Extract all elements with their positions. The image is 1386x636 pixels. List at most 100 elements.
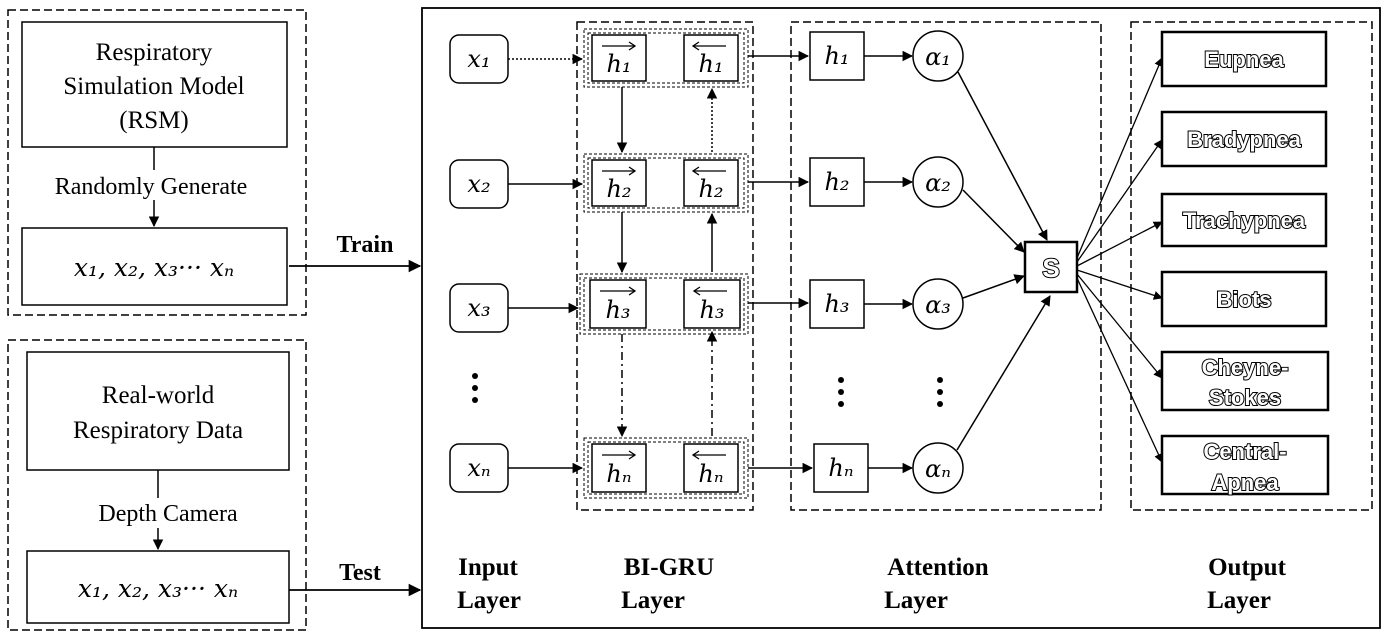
gru-backward-n-label: hₙ — [698, 460, 723, 488]
sum-to-output-arrows — [1076, 57, 1163, 463]
alpha-node-3 — [912, 278, 964, 330]
hidden-node-1 — [809, 31, 865, 81]
output-box-bradypnea — [1160, 110, 1328, 168]
real-sequence-box — [26, 550, 290, 624]
output-label-bradypnea: Bradypnea — [1187, 127, 1301, 152]
gru-backward-3 — [683, 279, 741, 329]
left-arrow-icon — [691, 450, 726, 460]
attention-layer-title-2: Layer — [884, 587, 948, 614]
realworld-box — [26, 351, 290, 471]
input-nodes: x₁ x₂ x₃ xₙ — [449, 34, 509, 493]
input-ellipsis — [472, 373, 478, 403]
output-box-eupnea — [1160, 30, 1328, 88]
randomly-generate-label: Randomly Generate — [55, 174, 248, 200]
gru-backward-1-label: h₁ — [698, 50, 723, 78]
output-classes: Eupnea Bradypnea Trachypnea Biots Cheyne… — [1160, 30, 1330, 496]
alpha-node-3-label: α₃ — [925, 291, 951, 319]
right-arrow-icon — [602, 166, 637, 176]
hidden-to-alpha-arrows — [864, 50, 914, 474]
input-to-gru-arrows — [508, 53, 584, 474]
rsm-line1: Respiratory — [96, 39, 213, 66]
gru-forward-3-label: h₃ — [605, 296, 630, 324]
output-box-central-apnea — [1160, 434, 1330, 496]
output-label-stokes: Stokes — [1209, 385, 1281, 410]
output-layer-panel — [1130, 21, 1373, 511]
rsm-line2: Simulation Model — [63, 73, 244, 100]
alpha-ellipsis — [937, 377, 943, 407]
gru-forward-2 — [591, 159, 647, 207]
input-node-2-label: x₂ — [467, 170, 490, 198]
left-arrow-icon — [691, 166, 726, 176]
gru-forward-2-label: h₂ — [606, 175, 631, 203]
alpha-node-n-label: αₙ — [925, 455, 951, 483]
gru-cells — [579, 28, 749, 499]
right-arrow-icon — [602, 450, 637, 460]
real-sequence-text: x₁, x₂, x₃··· xₙ — [78, 574, 238, 603]
model-frame — [421, 7, 1381, 629]
bigru-layer-title-1: BI-GRU — [624, 554, 714, 581]
right-arrow-icon — [602, 41, 637, 51]
output-label-cheyne: Cheyne- — [1202, 355, 1289, 380]
gru-forward-n-label: hₙ — [606, 460, 631, 488]
gru-recurrent-arrows — [616, 87, 718, 438]
output-label-trachypnea: Trachypnea — [1183, 208, 1306, 233]
left-arrow-icon — [692, 286, 727, 296]
hidden-node-2 — [809, 157, 865, 207]
simulation-panel — [7, 9, 307, 316]
input-layer-title-2: Layer — [457, 587, 521, 614]
depth-camera-label: Depth Camera — [98, 501, 238, 527]
gru-backward-2-label: h₂ — [698, 175, 723, 203]
attention-layer-title-1: Attention — [887, 554, 988, 581]
right-arrow-icon — [600, 286, 637, 296]
hidden-ellipsis — [838, 377, 844, 407]
gru-backward-3-label: h₃ — [699, 296, 724, 324]
output-label-central: Central- — [1203, 439, 1286, 464]
gru-forward-1-label: h₁ — [606, 50, 631, 78]
output-box-cheyne-stokes — [1160, 350, 1330, 412]
alpha-node-1 — [912, 30, 964, 82]
hidden-node-3-label: h₃ — [824, 290, 849, 318]
output-label-eupnea: Eupnea — [1204, 47, 1284, 72]
test-label: Test — [339, 560, 381, 586]
gru-backward-1 — [683, 34, 739, 82]
gru-forward-1 — [591, 34, 647, 82]
sum-node-label: S — [1042, 253, 1059, 283]
hidden-nodes: h₁ h₂ h₃ hₙ — [809, 31, 869, 493]
input-node-1-label: x₁ — [467, 45, 490, 73]
alpha-nodes: α₁ α₂ α₃ αₙ — [912, 30, 964, 494]
layer-titles: Input Layer BI-GRU Layer Attention Layer… — [457, 554, 1287, 614]
realworld-line2: Respiratory Data — [73, 417, 243, 444]
alpha-node-2 — [912, 156, 964, 208]
realworld-line1: Real-world — [102, 382, 215, 409]
bigru-layer-title-2: Layer — [621, 587, 685, 614]
alpha-node-2-label: α₂ — [925, 169, 951, 197]
train-label: Train — [337, 232, 394, 258]
output-label-apnea: Apnea — [1211, 470, 1279, 495]
output-box-trachypnea — [1160, 192, 1328, 248]
sim-sequence-text: x₁, x₂, x₃··· xₙ — [74, 253, 234, 282]
input-node-3-label: x₃ — [467, 294, 490, 322]
gru-labels: h₁ h₂ h₃ hₙ h₁ h₂ h₃ hₙ — [600, 41, 727, 488]
output-label-biots: Biots — [1217, 287, 1272, 312]
alpha-to-sum-arrows — [956, 71, 1051, 451]
hidden-node-n — [813, 443, 869, 493]
attention-layer-panel — [790, 21, 1102, 511]
input-node-n-label: xₙ — [467, 454, 490, 482]
gru-backward-n — [683, 443, 739, 493]
output-layer-title-1: Output — [1208, 554, 1286, 581]
rsm-line3: (RSM) — [119, 107, 188, 134]
gru-to-hidden-arrows — [748, 50, 814, 474]
sum-node — [1023, 240, 1079, 294]
output-layer-title-2: Layer — [1207, 587, 1271, 614]
gru-forward-3 — [589, 279, 647, 329]
hidden-node-n-label: hₙ — [828, 454, 853, 482]
alpha-node-1-label: α₁ — [925, 43, 951, 71]
output-box-biots — [1160, 270, 1328, 328]
hidden-node-2-label: h₂ — [824, 168, 849, 196]
hidden-node-1-label: h₁ — [824, 42, 849, 70]
input-layer-title-1: Input — [458, 554, 518, 581]
gru-forward-n — [591, 443, 647, 493]
gru-backward-2 — [683, 159, 739, 207]
sim-sequence-box — [21, 227, 288, 306]
